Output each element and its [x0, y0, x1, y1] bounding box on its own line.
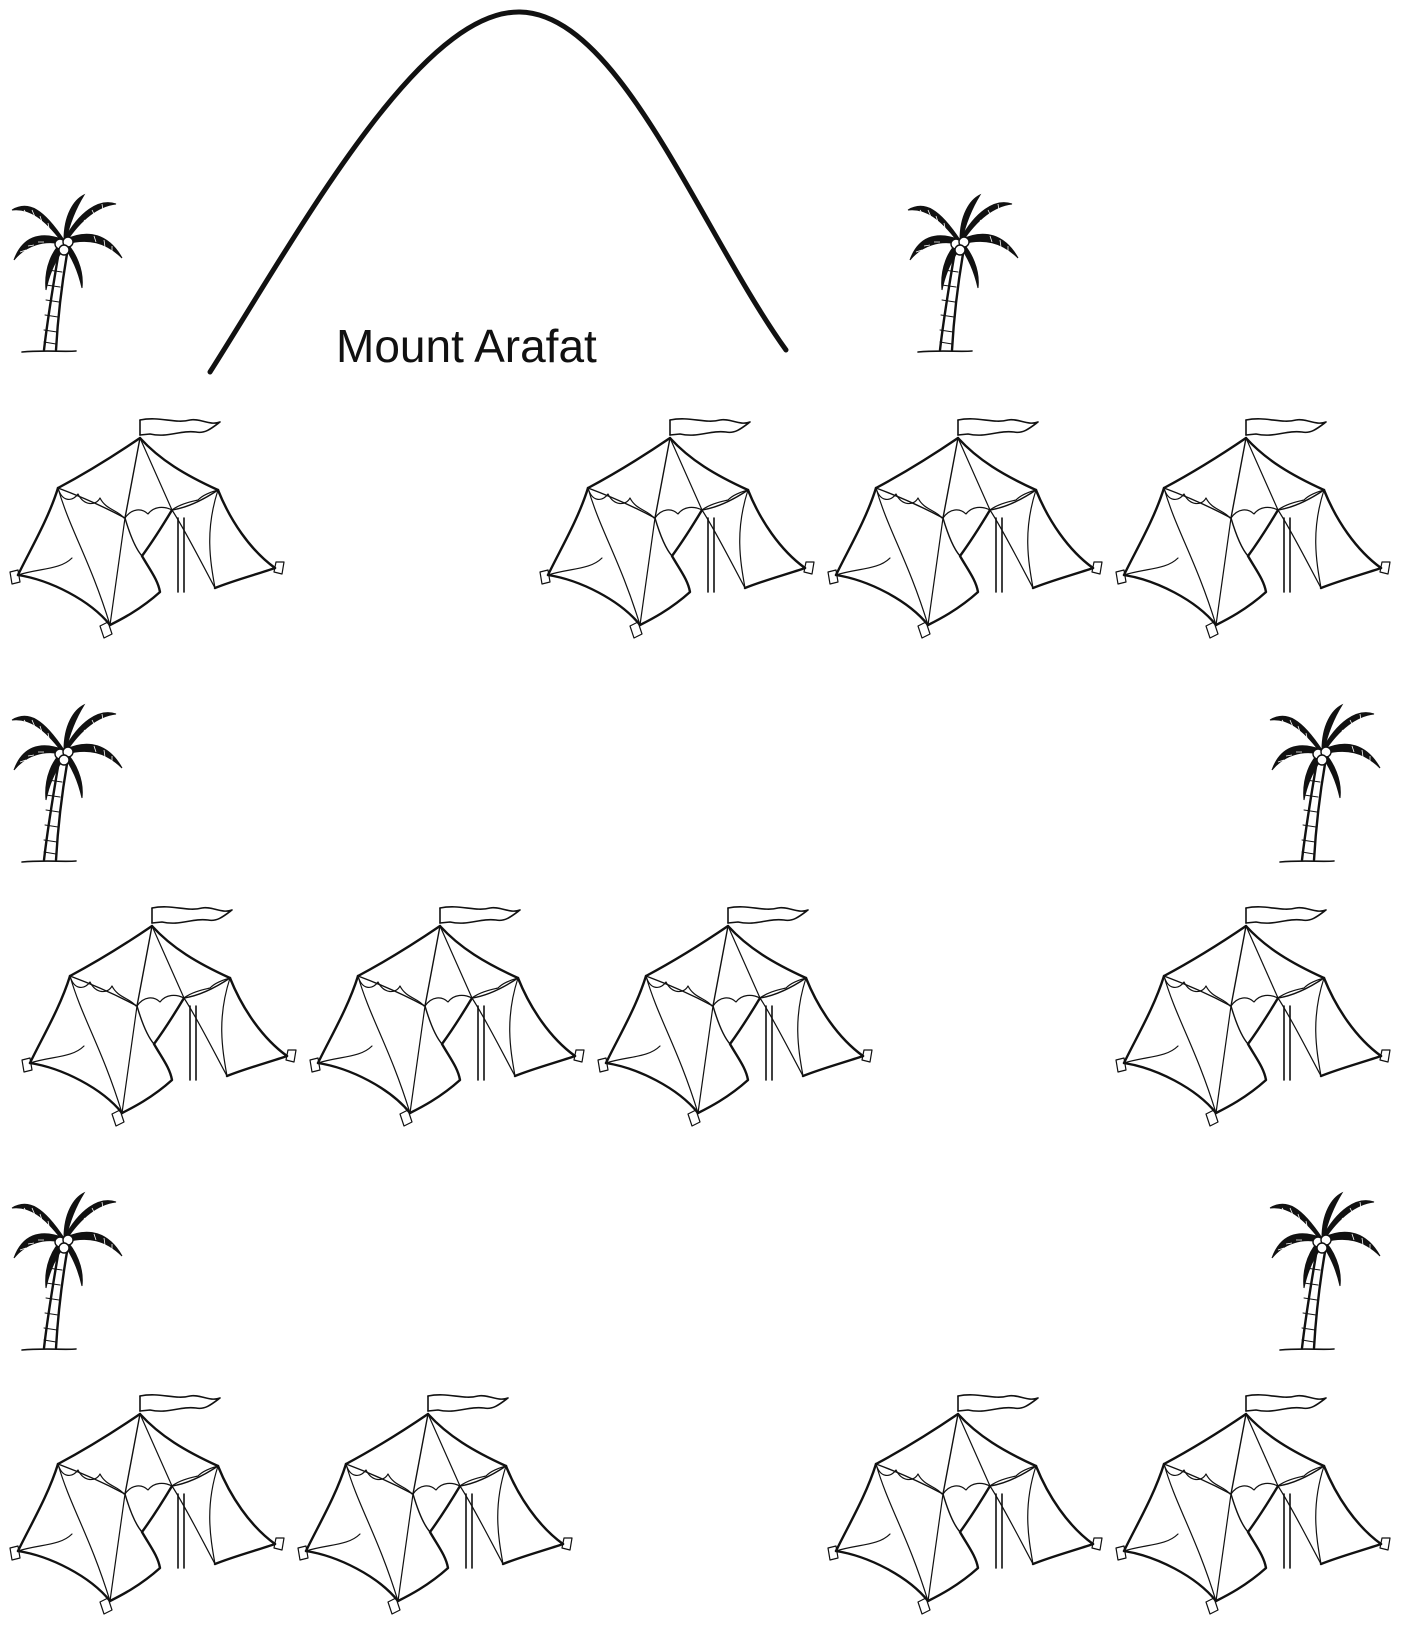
tent-icon [1114, 417, 1392, 640]
mountain-label: Mount Arafat [336, 320, 597, 372]
tent-icon [826, 417, 1104, 640]
mountain-outline [207, 9, 789, 375]
palm-tree-icon [10, 703, 124, 864]
palm-tree-icon [906, 193, 1020, 354]
palm-tree-icon [10, 1191, 124, 1352]
tent-icon [296, 1393, 574, 1616]
tent-icon [1114, 905, 1392, 1128]
tent-icon [1114, 1393, 1392, 1616]
tent-icon [308, 905, 586, 1128]
tent-icon [8, 417, 286, 640]
palm-tree-icon [1268, 1191, 1382, 1352]
tent-icon [538, 417, 816, 640]
palm-tree-icon [10, 193, 124, 354]
tent-icon [8, 1393, 286, 1616]
palm-tree-icon [1268, 703, 1382, 864]
tent-icon [20, 905, 298, 1128]
tent-icon [596, 905, 874, 1128]
tent-icon [826, 1393, 1104, 1616]
